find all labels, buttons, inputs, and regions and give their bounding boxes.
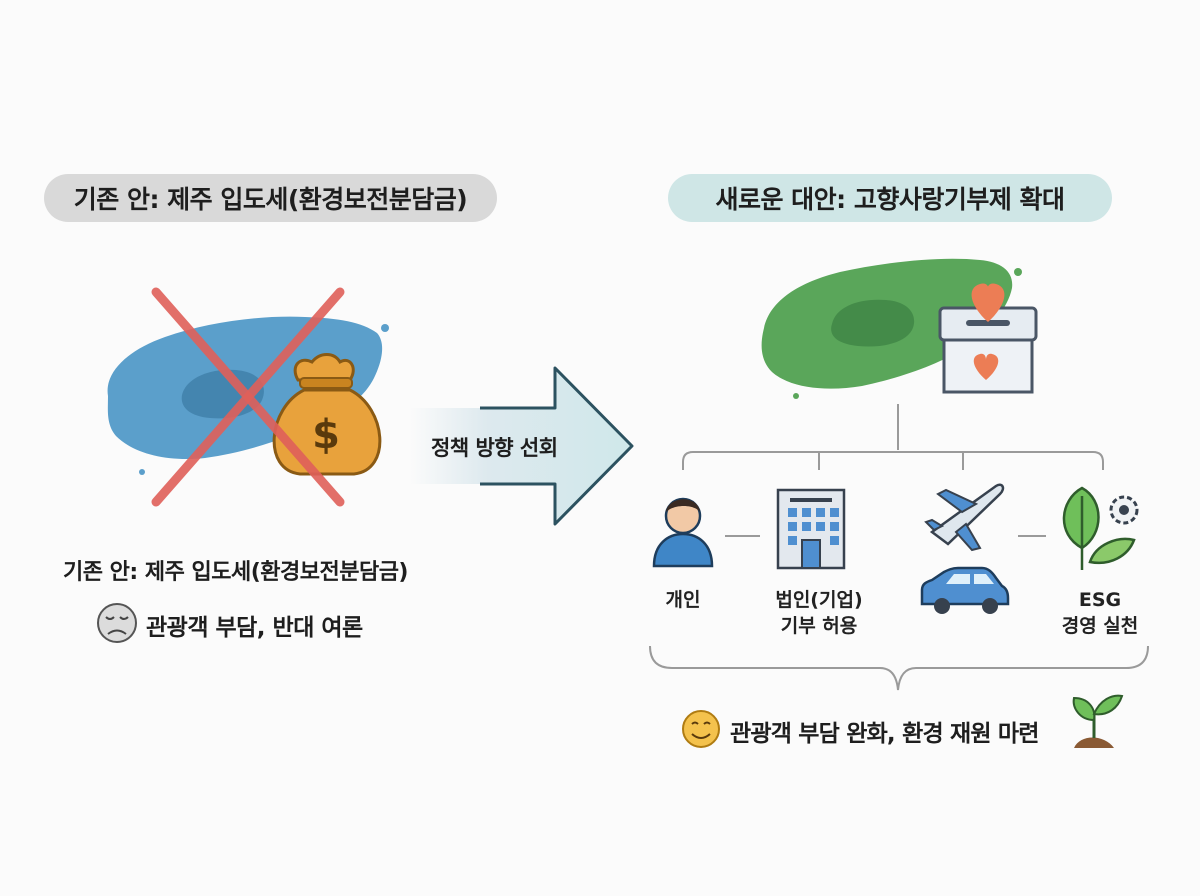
branch-label-esg: ESG xyxy=(1078,589,1122,611)
connector-lines xyxy=(649,404,1149,691)
sad-face-icon xyxy=(97,603,137,643)
old-plan-caption: 기존 안: 제주 입도세(환경보전분담금) xyxy=(63,560,409,585)
branch-label-individual: 개인 xyxy=(665,589,701,611)
person-icon xyxy=(652,497,714,568)
old-plan-outcome: 관광객 부담, 반대 여론 xyxy=(146,615,363,641)
car-icon xyxy=(920,566,1010,614)
heart-icon xyxy=(971,283,1005,380)
airplane-icon xyxy=(924,483,1005,552)
new-plan-outcome: 관광객 부담 완화, 환경 재원 마련 xyxy=(730,721,1039,747)
leaf-gear-icon xyxy=(1062,486,1139,570)
smile-face-icon xyxy=(682,710,720,748)
branch-label-esg-sub: 경영 실천 xyxy=(1061,615,1139,637)
red-x-icon xyxy=(151,287,345,507)
new-plan-title: 새로운 대안: 고향사랑기부제 확대 xyxy=(668,174,1112,222)
old-plan-title: 기존 안: 제주 입도세(환경보전분담금) xyxy=(44,174,497,222)
branch-label-corporation: 법인(기업) xyxy=(775,589,863,611)
policy-shift-arrow xyxy=(410,366,634,526)
office-building-icon xyxy=(776,488,846,570)
svg-text:$: $ xyxy=(312,412,340,458)
sprout-icon xyxy=(1072,694,1124,748)
policy-shift-label: 정책 방향 선회 xyxy=(431,436,558,460)
branch-label-corporation-sub: 기부 허용 xyxy=(780,615,858,637)
